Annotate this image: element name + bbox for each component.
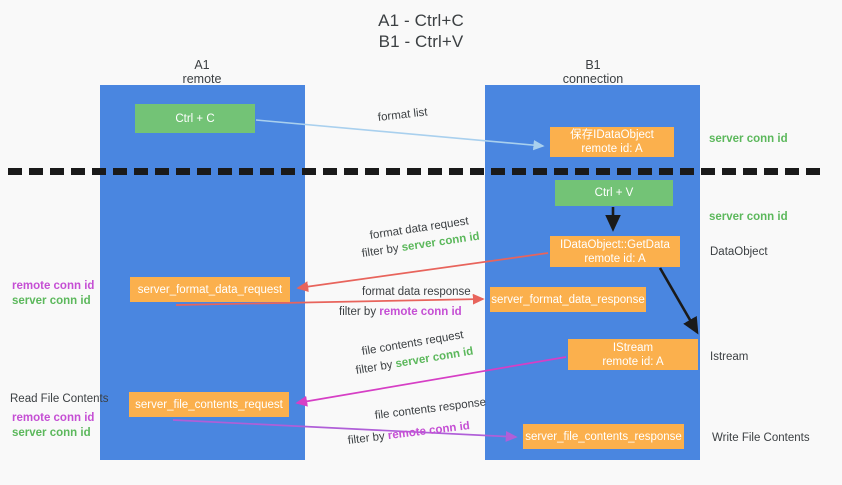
lane-b1-role: connection bbox=[562, 72, 624, 86]
edge-label-format-list: format list bbox=[377, 106, 428, 126]
phase-divider bbox=[8, 168, 820, 175]
side-label-read-file-contents: Read File Contents bbox=[10, 393, 109, 405]
lane-b1-name: B1 bbox=[585, 58, 601, 72]
page-title: A1 - Ctrl+C B1 - Ctrl+V bbox=[0, 10, 842, 52]
filter-by-prefix-2: filter by bbox=[339, 306, 380, 318]
edge-filter-file-contents-response: filter by remote conn id bbox=[347, 420, 471, 449]
lane-a1-role: remote bbox=[182, 72, 222, 86]
title-line-2: B1 - Ctrl+V bbox=[378, 32, 464, 51]
server-conn-id-token-2: server conn id bbox=[394, 345, 475, 371]
filter-by-prefix-1: filter by bbox=[361, 242, 403, 260]
edge-label-file-contents-request: file contents request bbox=[361, 329, 465, 360]
side-label-dataobject: DataObject bbox=[710, 246, 768, 258]
side-label-server-conn-id-2: server conn id bbox=[12, 427, 91, 439]
side-label-server-conn-id-1: server conn id bbox=[12, 295, 91, 307]
side-label-write-file-contents: Write File Contents bbox=[712, 432, 810, 444]
edge-filter-format-data-response: filter by remote conn id bbox=[339, 305, 462, 320]
filter-by-prefix-3: filter by bbox=[354, 358, 397, 377]
edge-label-file-contents-response-text: file contents response bbox=[374, 396, 487, 422]
edge-label-format-data-request: format data request bbox=[369, 215, 470, 244]
edge-label-format-data-response-text: format data response bbox=[362, 286, 471, 298]
edge-filter-format-data-request: filter by server conn id bbox=[361, 230, 481, 262]
edge-label-file-contents-request-text: file contents request bbox=[360, 329, 465, 358]
edge-label-file-contents-response: file contents response bbox=[374, 396, 487, 424]
title-line-1: A1 - Ctrl+C bbox=[378, 11, 464, 30]
edge-label-format-data-request-text: format data request bbox=[369, 215, 470, 242]
lane-body-a1 bbox=[100, 85, 305, 460]
edge-filter-file-contents-request: filter by server conn id bbox=[355, 345, 475, 379]
remote-conn-id-token-1: remote conn id bbox=[379, 306, 462, 318]
lane-body-b1 bbox=[485, 85, 700, 460]
edge-label-format-list-text: format list bbox=[377, 106, 429, 124]
filter-by-prefix-4: filter by bbox=[347, 430, 389, 447]
side-label-istream: Istream bbox=[710, 351, 749, 363]
server-conn-id-token-1: server conn id bbox=[400, 230, 481, 254]
side-label-remote-conn-id-1: remote conn id bbox=[12, 280, 95, 292]
side-label-server-conn-id-mid: server conn id bbox=[709, 211, 788, 223]
lane-header-a1: A1 remote bbox=[122, 58, 282, 86]
side-label-remote-conn-id-2: remote conn id bbox=[12, 412, 95, 424]
lane-header-b1: B1 connection bbox=[513, 58, 673, 86]
side-label-server-conn-id-top: server conn id bbox=[709, 133, 788, 145]
remote-conn-id-token-2: remote conn id bbox=[387, 420, 471, 443]
edge-label-format-data-response: format data response bbox=[362, 285, 471, 300]
lane-a1-name: A1 bbox=[194, 58, 210, 72]
